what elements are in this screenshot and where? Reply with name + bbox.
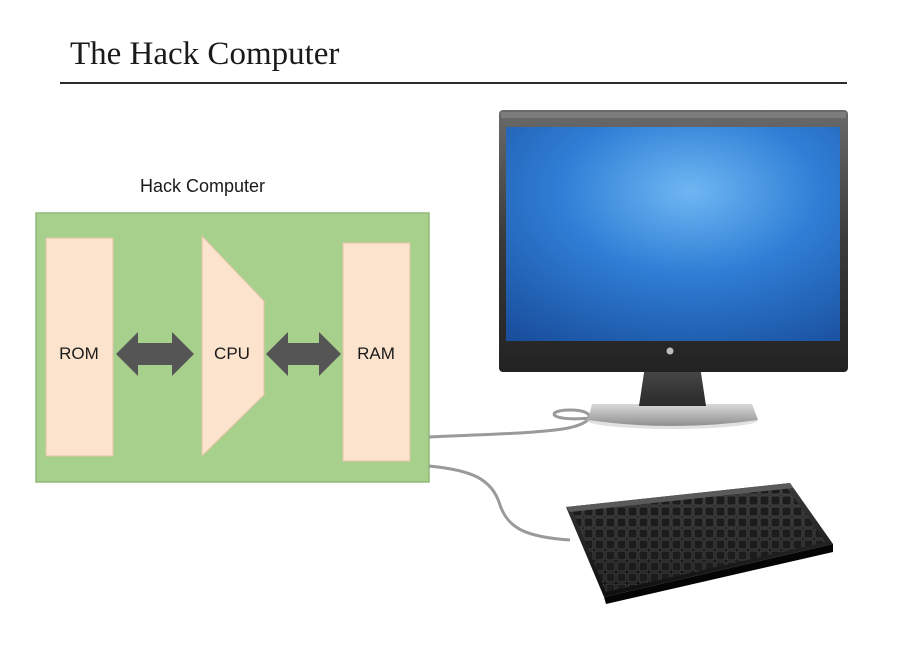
rom-label: ROM — [59, 344, 99, 363]
title-divider — [60, 82, 847, 84]
slide-title: The Hack Computer — [70, 36, 340, 72]
keyboard-icon — [566, 483, 833, 604]
rom-cpu-double-arrow — [116, 332, 194, 376]
cpu-label: CPU — [214, 344, 250, 363]
monitor-screen — [506, 127, 840, 341]
monitor-cable — [428, 408, 611, 439]
rom-block — [45, 237, 114, 457]
diagram-caption: Hack Computer — [140, 176, 266, 196]
cpu-block — [201, 234, 265, 458]
ram-label: RAM — [357, 344, 395, 363]
keyboard-cable — [428, 464, 571, 542]
hack-computer-board: ROM CPU RAM — [35, 212, 430, 483]
ram-block — [342, 242, 411, 462]
monitor-icon — [499, 110, 848, 429]
cpu-ram-double-arrow — [266, 332, 341, 376]
